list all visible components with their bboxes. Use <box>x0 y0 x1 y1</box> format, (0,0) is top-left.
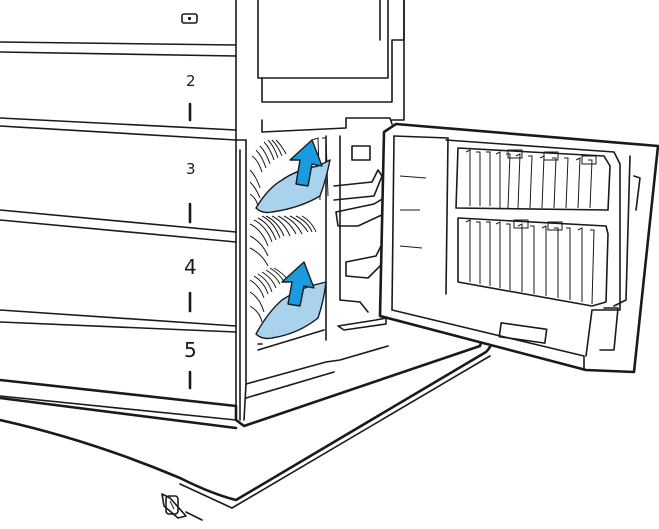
right-side-door[interactable] <box>378 122 659 374</box>
door-latch[interactable] <box>498 322 548 344</box>
tray-label-4: 4 <box>184 255 197 279</box>
tray-label-5: 5 <box>184 338 197 362</box>
jammed-paper-upper <box>255 159 331 214</box>
jam-removal-arrow-icon <box>289 139 323 187</box>
tray-label-3: 3 <box>186 160 196 178</box>
door-roller-guide-lower <box>457 217 609 307</box>
tray-panels <box>0 44 247 421</box>
printer-top-section <box>0 0 405 121</box>
caster-wheel-icon <box>161 493 203 521</box>
tray-label-2: 2 <box>186 72 196 90</box>
paper-guide-ribs-lower <box>249 267 289 323</box>
jam-removal-arrow-icon <box>281 261 315 307</box>
door-roller-guide-upper <box>455 147 611 211</box>
side-mechanism <box>325 135 387 341</box>
paper-guide-ribs-middle <box>249 215 317 267</box>
jam-access-area <box>239 117 393 421</box>
jammed-paper-lower <box>255 281 327 340</box>
printer-power-button-icon[interactable] <box>181 13 198 24</box>
